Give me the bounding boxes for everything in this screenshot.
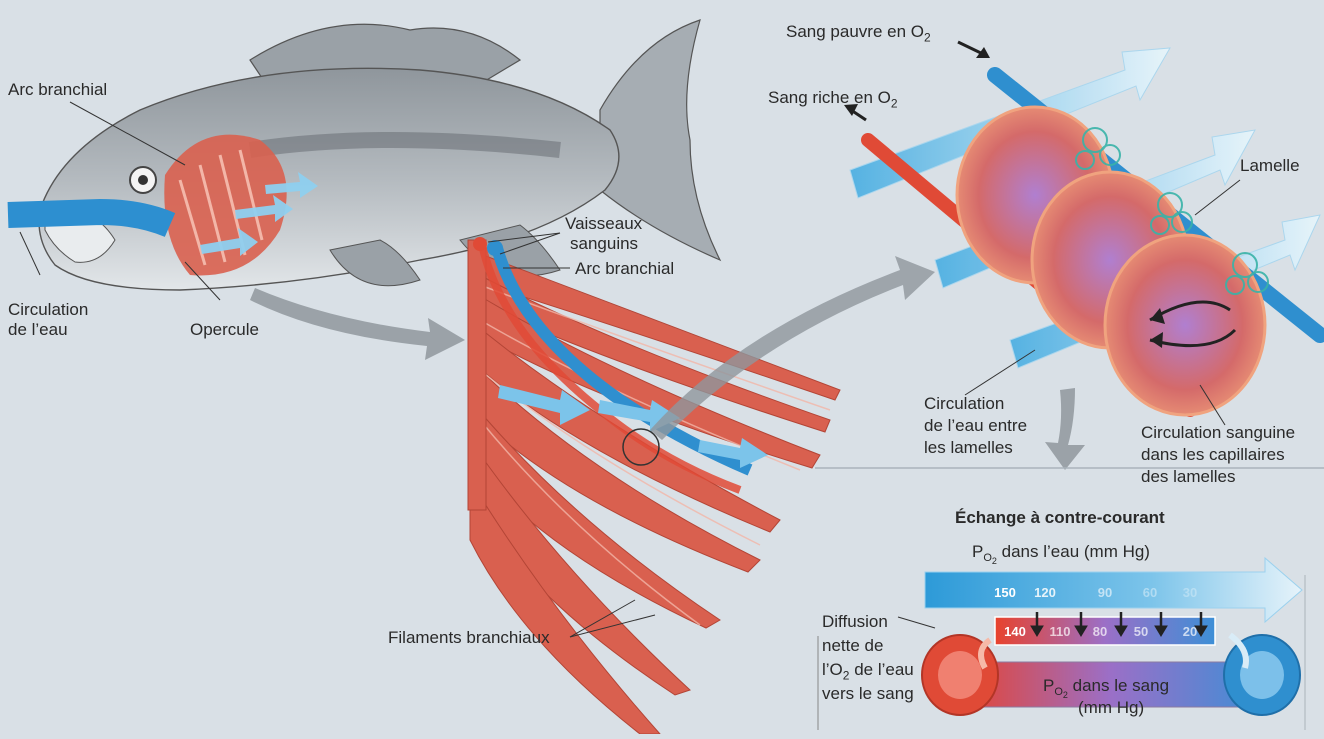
label-po2-eau: PO2 dans l’eau (mm Hg)	[972, 542, 1150, 572]
label-vaisseaux-2: sanguins	[570, 234, 638, 254]
label-filaments: Filaments branchiaux	[388, 628, 550, 648]
label-circ-sang-1: Circulation sanguine	[1141, 423, 1295, 443]
label-lamelle: Lamelle	[1240, 156, 1300, 176]
label-echange-title: Échange à contre-courant	[955, 508, 1165, 528]
label-arc-branchial-gill: Arc branchial	[575, 259, 674, 279]
label-diffusion-2: nette de	[822, 636, 883, 656]
label-circulation-eau-2: de l’eau	[8, 320, 68, 340]
label-sang-pauvre: Sang pauvre en O2	[786, 22, 931, 47]
label-diffusion-4: vers le sang	[822, 684, 914, 704]
label-circ-eau-lamelles-1: Circulation	[924, 394, 1004, 414]
label-circ-eau-lamelles-2: de l’eau entre	[924, 416, 1027, 436]
label-sang-riche: Sang riche en O2	[768, 88, 898, 113]
label-diffusion-3: l’O2 de l’eau	[822, 660, 914, 685]
label-po2-sang-unit: (mm Hg)	[1078, 698, 1144, 718]
label-circ-sang-3: des lamelles	[1141, 467, 1236, 487]
label-diffusion-1: Diffusion	[822, 612, 888, 632]
label-vaisseaux-1: Vaisseaux	[565, 214, 642, 234]
label-circ-eau-lamelles-3: les lamelles	[924, 438, 1013, 458]
label-opercule: Opercule	[190, 320, 259, 340]
label-circ-sang-2: dans les capillaires	[1141, 445, 1285, 465]
label-circulation-eau-1: Circulation	[8, 300, 88, 320]
